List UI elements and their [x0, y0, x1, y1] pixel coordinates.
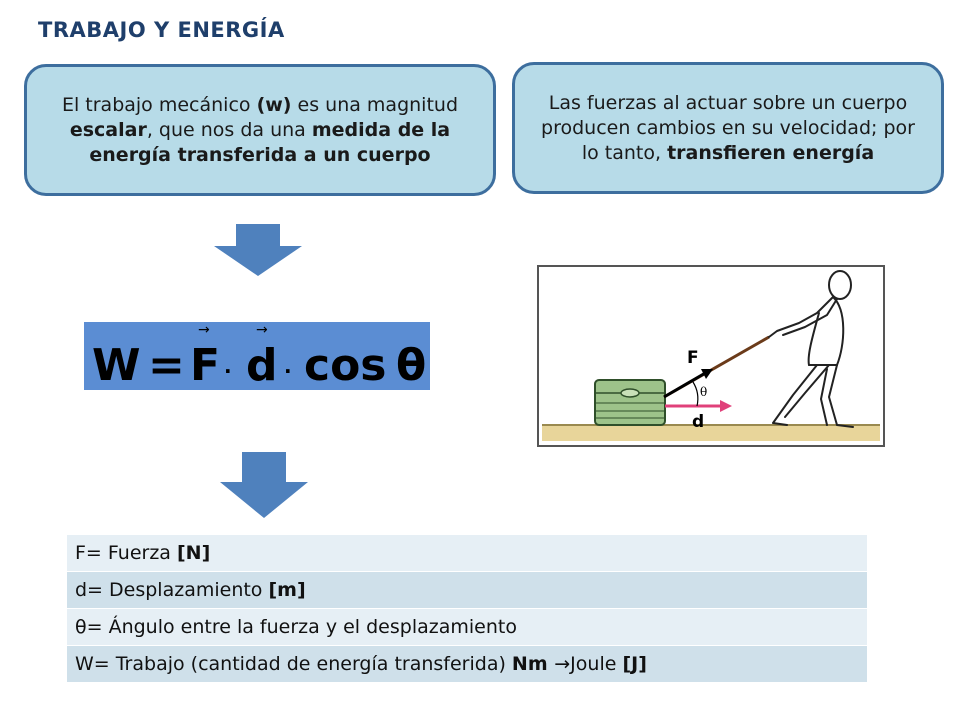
definition-text-part: El trabajo mecánico	[61, 93, 257, 116]
forces-emphasis: transfieren energía	[667, 141, 875, 164]
table-row: d= Desplazamiento [m]	[66, 571, 868, 609]
formula-graphic: W = → F · → d · cos θ	[92, 322, 426, 391]
definition-text-part: es una magnitud	[291, 93, 459, 116]
formula-equals: =	[148, 340, 185, 390]
work-formula: W = → F · → d · cos θ	[84, 322, 430, 391]
definition-text-part: , que nos da una	[146, 118, 312, 141]
displacement-label: d	[692, 412, 704, 432]
table-cell: d= Desplazamiento [m]	[66, 571, 868, 609]
definition-emphasis: medida de la energía transferida a un cu…	[89, 118, 451, 166]
definition-box: El trabajo mecánico (w) es una magnitud …	[24, 64, 496, 196]
table-cell: F= Fuerza [N]	[66, 534, 868, 572]
definition-symbol: (w)	[256, 93, 292, 116]
vector-arrow-d: →	[256, 322, 268, 338]
forces-box: Las fuerzas al actuar sobre un cuerpo pr…	[512, 62, 944, 194]
forces-text: Las fuerzas al actuar sobre un cuerpo pr…	[533, 91, 923, 166]
force-arrow	[663, 370, 708, 399]
angle-label: θ	[700, 385, 707, 399]
formula-F: F	[190, 340, 220, 390]
table-row: F= Fuerza [N]	[66, 534, 868, 572]
formula-theta: θ	[396, 340, 426, 390]
page-title: TRABAJO Y ENERGÍA	[38, 18, 285, 42]
formula-dot: ·	[284, 359, 292, 383]
formula-d: d	[246, 340, 278, 390]
table-row: θ= Ángulo entre la fuerza y el desplazam…	[66, 608, 868, 646]
formula-cos: cos	[304, 340, 387, 390]
formula-W: W	[92, 340, 141, 390]
vector-arrow-F: →	[198, 322, 210, 338]
person-pulling-icon	[768, 270, 854, 428]
table-cell: W= Trabajo (cantidad de energía transfer…	[66, 645, 868, 683]
table-row: W= Trabajo (cantidad de energía transfer…	[66, 645, 868, 683]
down-arrow-icon	[214, 224, 302, 276]
chest-icon	[594, 379, 666, 426]
down-arrow-icon	[220, 452, 308, 518]
force-label: F	[687, 348, 699, 368]
table-cell: θ= Ángulo entre la fuerza y el desplazam…	[66, 608, 868, 646]
definition-scalar: escalar	[69, 118, 147, 141]
forces-text-part: Las fuerzas al actuar sobre un cuerpo pr…	[541, 91, 915, 164]
formula-dot: ·	[224, 359, 232, 383]
definition-text: El trabajo mecánico (w) es una magnitud …	[45, 93, 475, 168]
pulling-box-illustration: θ F d	[537, 265, 885, 447]
variables-table: F= Fuerza [N] d= Desplazamiento [m] θ= Á…	[66, 534, 868, 683]
